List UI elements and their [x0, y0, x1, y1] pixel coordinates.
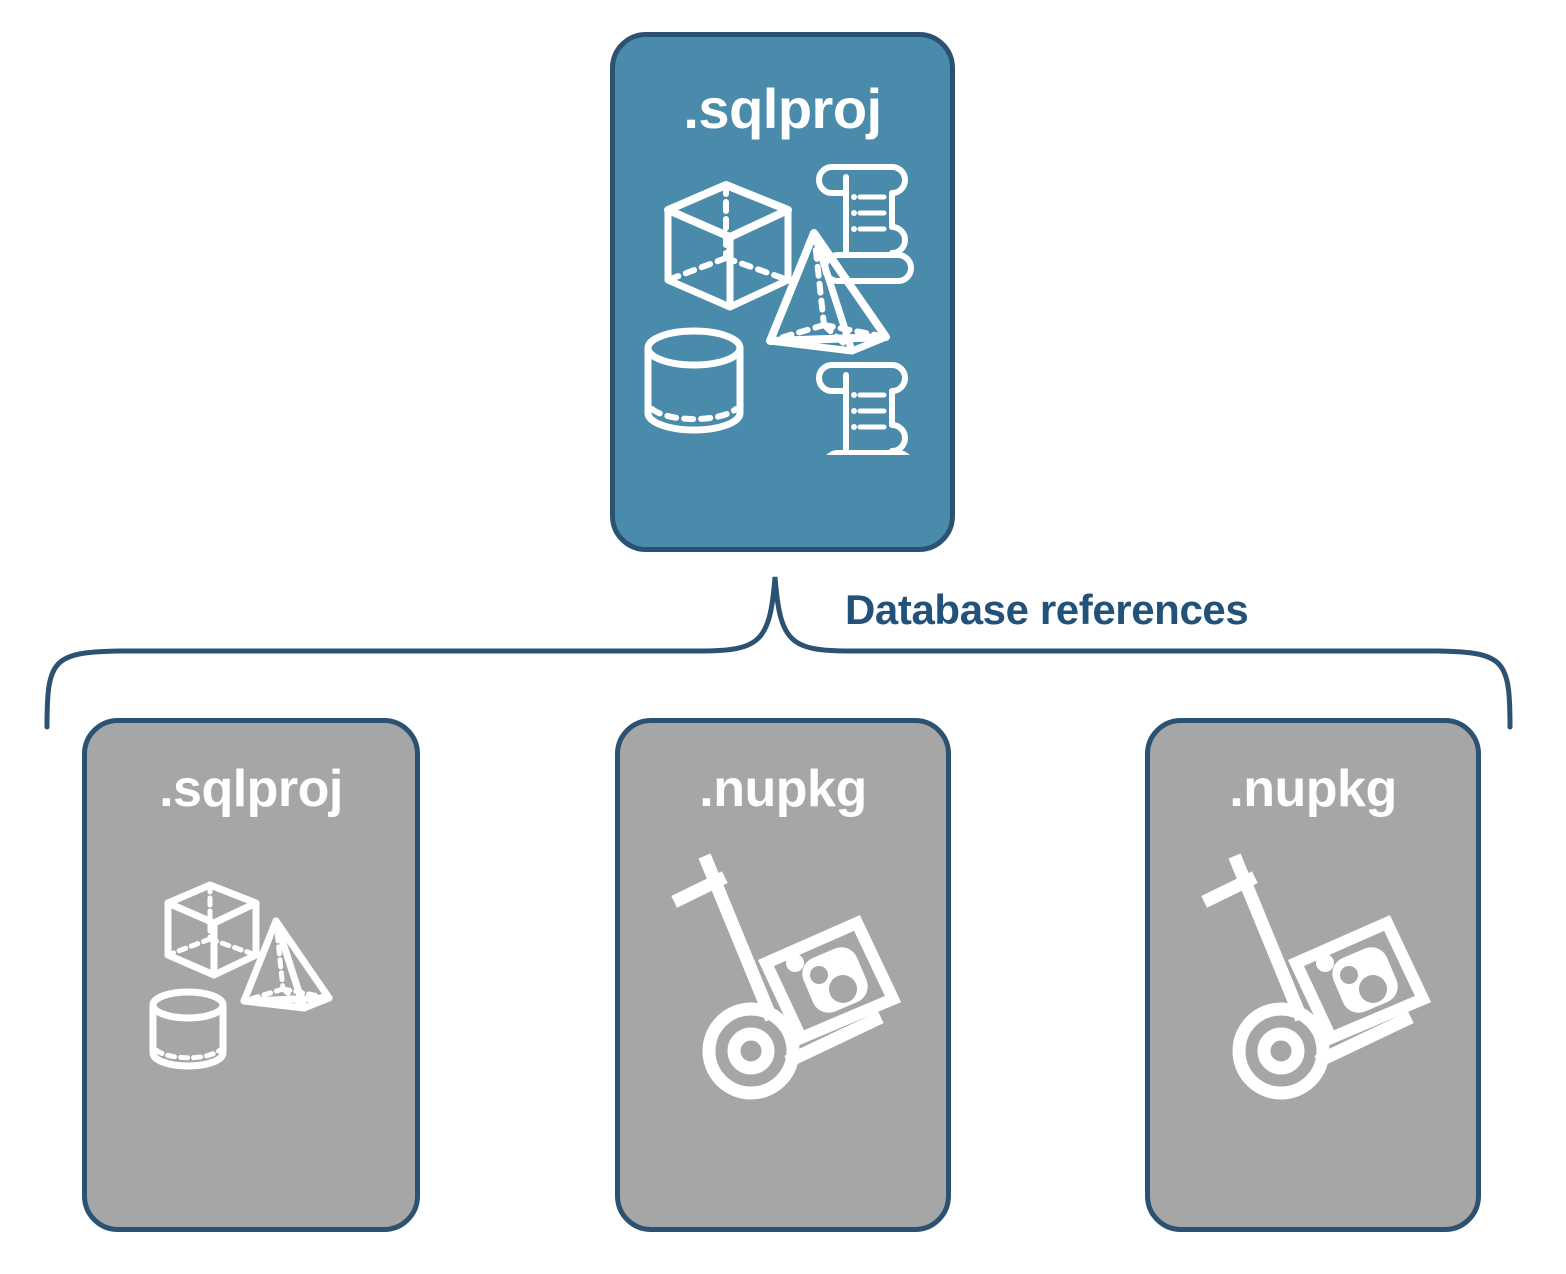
pyramid-icon: [765, 229, 890, 355]
reference-node-sqlproj-artwork: [87, 815, 415, 1227]
nuget-logo-holes: [810, 966, 857, 1003]
script-scroll-icon: [815, 362, 910, 455]
script-scroll-icon: [815, 164, 914, 284]
reference-node-nupkg-2-title: .nupkg: [1229, 760, 1397, 818]
reference-node-nupkg-1[interactable]: .nupkg: [615, 718, 951, 1232]
database-references-label: Database references: [845, 586, 1249, 633]
reference-node-sqlproj-title: .sqlproj: [159, 760, 343, 818]
hand-truck-package-icon: [671, 853, 902, 1100]
nuget-logo-holes: [1340, 966, 1387, 1003]
sqlproj-root-node-title: .sqlproj: [683, 77, 882, 140]
reference-node-nupkg-1-artwork: [620, 815, 946, 1227]
sqlproj-root-node-artwork: [615, 137, 950, 547]
pyramid-icon: [240, 917, 333, 1012]
sqlproj-root-node[interactable]: .sqlproj: [610, 32, 955, 552]
cube-icon: [164, 881, 260, 979]
reference-node-nupkg-1-title: .nupkg: [699, 760, 867, 818]
reference-node-sqlproj[interactable]: .sqlproj: [82, 718, 420, 1232]
cube-icon: [663, 181, 792, 311]
hand-truck-package-icon: [1201, 853, 1432, 1100]
cylinder-icon: [644, 327, 743, 434]
cylinder-icon: [149, 988, 227, 1070]
reference-node-nupkg-2-artwork: [1150, 815, 1476, 1227]
reference-node-nupkg-2[interactable]: .nupkg: [1145, 718, 1481, 1232]
